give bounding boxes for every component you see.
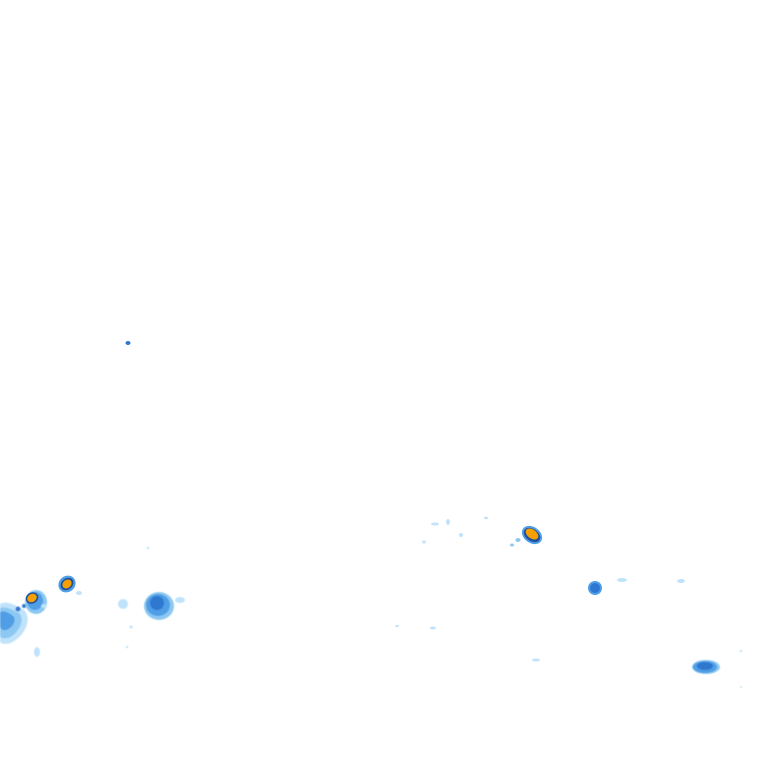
rain-cell-far-east <box>692 649 743 688</box>
rain-echoes-central <box>395 516 540 662</box>
rain-cell-east-small <box>588 578 685 595</box>
rain-cell-central-east <box>515 525 543 545</box>
rain-cell-west-core <box>25 592 39 604</box>
rain-cell-west-small <box>58 575 82 595</box>
rain-cell-southwest <box>118 546 185 649</box>
rain-cell-isolated-north <box>125 341 131 345</box>
rain-cell-west-cluster <box>0 590 47 657</box>
